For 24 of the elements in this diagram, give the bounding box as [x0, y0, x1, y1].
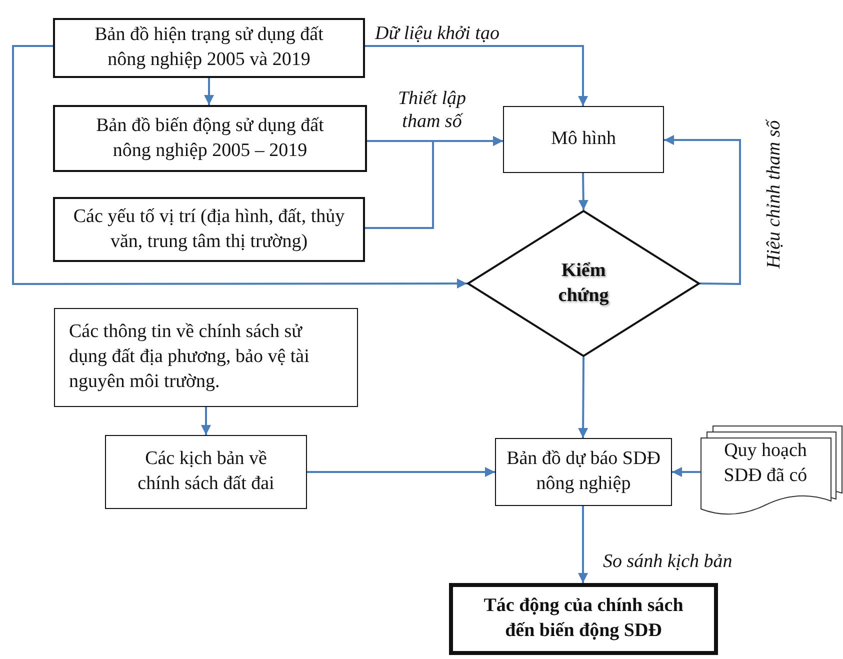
arrow [12, 45, 467, 288]
process-box: Bản đồ biến động sử dụng đất nông nghiệp 2005 – 2019 [53, 105, 367, 172]
arrow [672, 467, 702, 477]
arrow [578, 357, 588, 438]
arrow [664, 135, 741, 286]
arrow [578, 506, 588, 583]
process-box: Mô hình [503, 106, 664, 173]
edge-label: Dữ liệu khởi tạo [375, 23, 500, 46]
edge-label: Hiệu chỉnh tham số [764, 118, 786, 271]
arrow [578, 172, 588, 210]
decision-diamond: Kiểm chứng [467, 210, 700, 357]
arrow [365, 45, 588, 106]
arrow [201, 407, 211, 435]
process-box: Các yếu tố vị trí (địa hình, đất, thủy văn, trung tâm thị trường) [53, 197, 365, 262]
process-box: Các kịch bản về chính sách đất đai [105, 435, 307, 509]
process-box: Tác động của chính sách đến biến động SDĐ [449, 583, 718, 655]
edge-label: So sánh kịch bản [603, 551, 732, 574]
arrow [365, 136, 503, 229]
arrow [204, 78, 214, 105]
process-box: Các thông tin về chính sách sử dụng đất địa phương, bảo vệ tài nguyên môi trường. [54, 308, 358, 407]
arrow [307, 467, 495, 477]
process-box: Bản đồ dự báo SDĐ nông nghiệp [495, 438, 672, 506]
edge-label: Thiết lập tham số [396, 88, 468, 134]
process-box: Bản đồ hiện trạng sử dụng đất nông nghiệp 2005 và 2019 [53, 18, 365, 78]
